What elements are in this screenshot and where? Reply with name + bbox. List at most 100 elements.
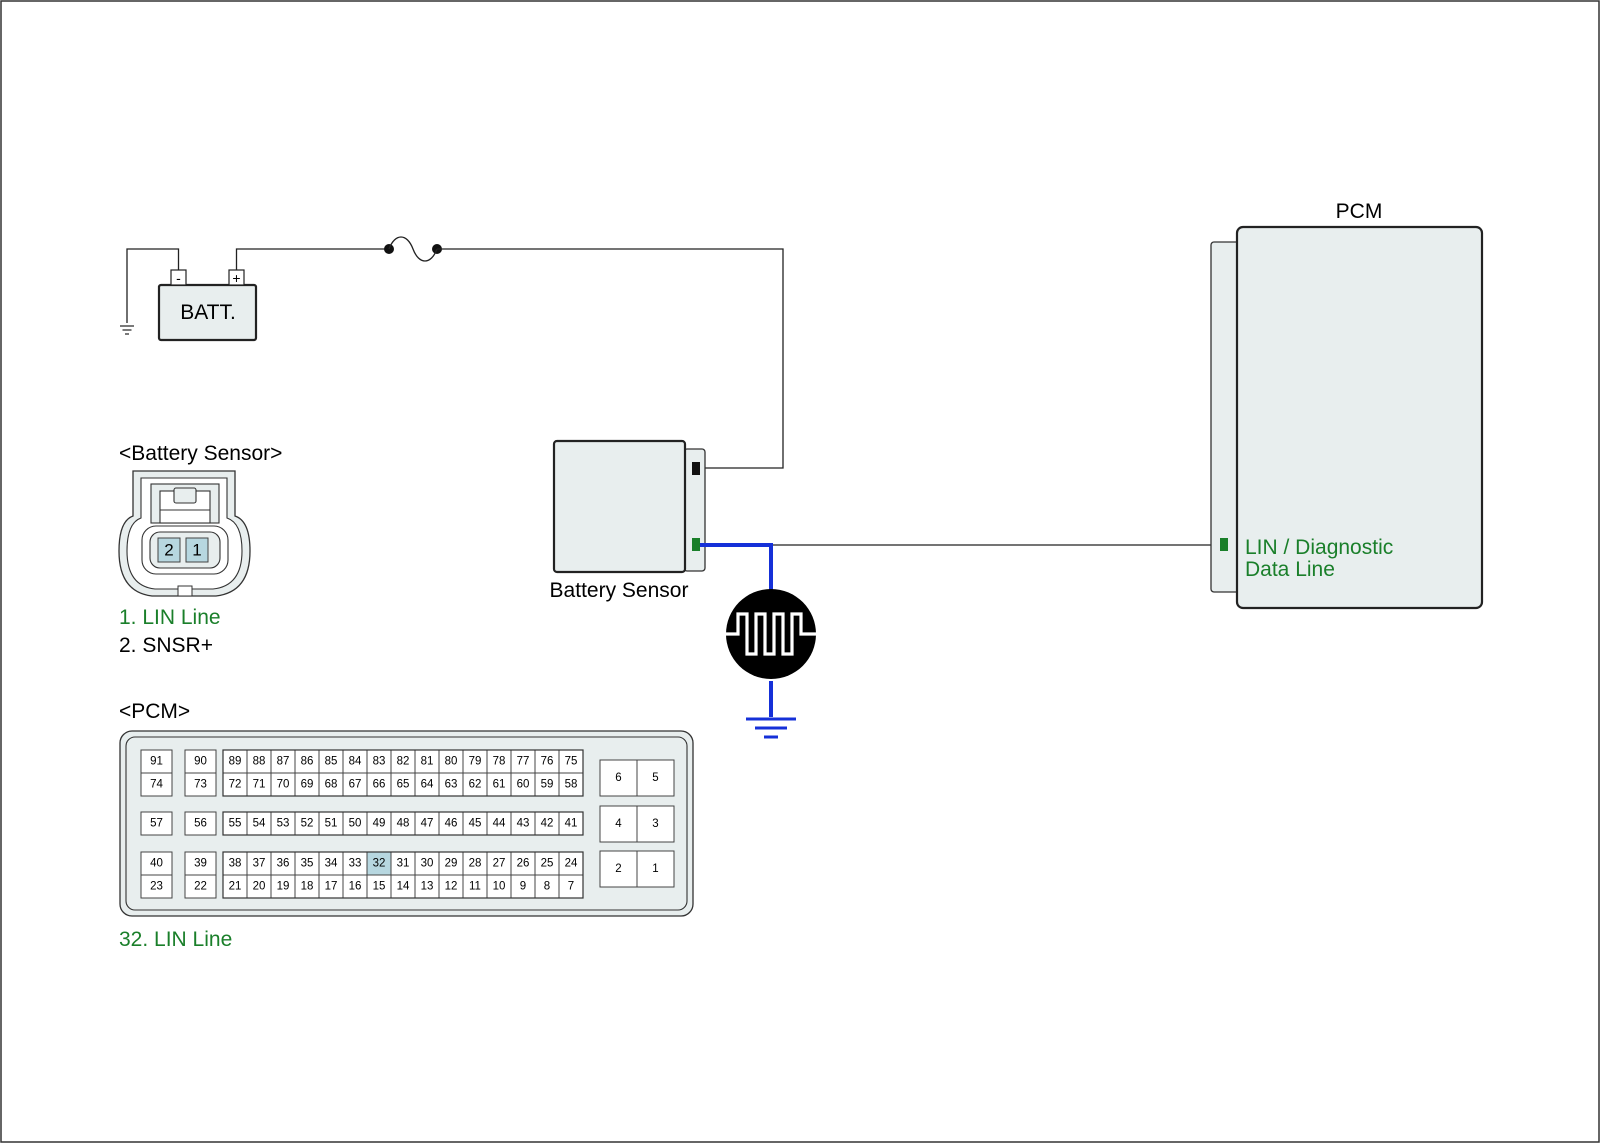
square-wave-trace (726, 612, 816, 656)
pcm-pin-label: 78 (493, 756, 506, 768)
pcm-pin-74 (140, 772, 173, 797)
pcm-pin-label: 83 (373, 756, 386, 768)
battery-ground-wire (126, 248, 180, 323)
pcm-pin-label: 60 (517, 779, 530, 791)
pcm-pin-label: 2 (615, 863, 621, 875)
pcm-pin-label: 12 (445, 881, 458, 893)
pcm-pin-label: 77 (517, 756, 530, 768)
sensor-pin2-terminal (692, 462, 700, 475)
sensor-pin1-terminal (692, 538, 700, 551)
pcm-pin-label: 50 (349, 818, 362, 830)
pcm-pin-22 (184, 874, 217, 899)
pcm-pin-label: 21 (229, 881, 242, 893)
pcm-pin-label: 56 (194, 818, 207, 830)
pcm-pin-label: 88 (253, 756, 266, 768)
fuse-to-sensor-wire (437, 248, 784, 469)
pcm-pin-label: 80 (445, 756, 458, 768)
pcm-pin-label: 48 (397, 818, 410, 830)
pcm-pin-label: 31 (397, 858, 410, 870)
pcm-pin-6 (599, 759, 638, 797)
pcm-pin-label: 67 (349, 779, 362, 791)
signal-probe (700, 543, 816, 739)
pcm-pin-label: 61 (493, 779, 506, 791)
pcm-pin-label: 29 (445, 858, 458, 870)
pcm-pin-label: 70 (277, 779, 290, 791)
pcm-lin-terminal (1220, 538, 1228, 551)
pcm-pin-block-outline (222, 851, 584, 899)
pcm-pin-label: 57 (150, 818, 163, 830)
sensor-connector-pin-2 (157, 537, 181, 563)
pcm-pin-label: 44 (493, 818, 506, 830)
pcm-pin-73 (184, 772, 217, 797)
pcm-pin-label: 4 (615, 818, 622, 830)
pcm-pin-label: 90 (194, 756, 207, 768)
pcm-pin-label: 5 (652, 772, 658, 784)
pcm-pin-label: 16 (349, 881, 362, 893)
pcm-body (1235, 225, 1484, 610)
pcm-module: PCM LIN / Diagnostic Data Line (1210, 200, 1484, 610)
pcm-connector-header: <PCM> (119, 700, 190, 723)
pcm-pin-label: 27 (493, 858, 506, 870)
battery-ground-icon (120, 325, 134, 335)
pcm-pin-label: 73 (194, 779, 207, 791)
pcm-lin-label-line1: LIN / Diagnostic (1245, 536, 1393, 559)
pcm-pin-label: 65 (397, 779, 410, 791)
pcm-pin-label: 46 (445, 818, 458, 830)
pcm-pin-label: 81 (421, 756, 434, 768)
pcm-pin-label: 84 (349, 756, 362, 768)
pcm-pin-label: 3 (652, 818, 658, 830)
pcm-pin-label: 63 (445, 779, 458, 791)
battery-sensor-device: Battery Sensor (550, 439, 706, 602)
pcm-pin-label: 66 (373, 779, 386, 791)
pcm-pin-label: 68 (325, 779, 338, 791)
pcm-pin-57 (140, 811, 173, 836)
pcm-pin-label: 72 (229, 779, 242, 791)
battery-sensor-connector: <Battery Sensor> 2 1 1. LIN Line 2. SNSR… (118, 442, 282, 657)
pcm-pin-description: 32. LIN Line (119, 928, 232, 951)
pcm-pin-4 (599, 805, 638, 843)
pcm-pin-label: 82 (397, 756, 410, 768)
pcm-pin-label: 34 (325, 858, 338, 870)
pcm-pin-label: 10 (493, 881, 506, 893)
pcm-pin-23 (140, 874, 173, 899)
sensor-connector-pin-1 (185, 537, 209, 563)
pcm-pin-label: 75 (565, 756, 578, 768)
pcm-pin-label: 38 (229, 858, 242, 870)
sensor-body (552, 439, 687, 574)
fuse-icon (384, 236, 442, 262)
pcm-pin-label: 18 (301, 881, 314, 893)
battery-sensor-caption: Battery Sensor (550, 579, 689, 602)
pcm-pin-label: 40 (150, 858, 163, 870)
pcm-pin-block-outline (222, 811, 584, 836)
battery-minus-label: - (176, 270, 181, 286)
pcm-pin-label: 55 (229, 818, 242, 830)
pcm-pin-label: 52 (301, 818, 314, 830)
pcm-pin-label: 36 (277, 858, 290, 870)
pcm-pin-label: 8 (544, 881, 550, 893)
battery: - + BATT. (157, 269, 258, 342)
pcm-pin-label: 17 (325, 881, 338, 893)
pcm-pin-label: 64 (421, 779, 434, 791)
pin1-description: 1. LIN Line (119, 606, 221, 629)
pcm-pin-label: 14 (397, 881, 410, 893)
pcm-pin-block-outline (222, 749, 584, 797)
pcm-pin-label: 30 (421, 858, 434, 870)
pcm-pin-label: 54 (253, 818, 266, 830)
pcm-pin-label: 7 (568, 881, 574, 893)
pcm-pin-label: 69 (301, 779, 314, 791)
pcm-pin-label: 25 (541, 858, 554, 870)
pcm-pin-label: 6 (615, 772, 621, 784)
pcm-pin-label: 32 (373, 858, 386, 870)
pcm-pin-label: 91 (150, 756, 163, 768)
pcm-pin-label: 89 (229, 756, 242, 768)
pcm-pin-label: 19 (277, 881, 290, 893)
pcm-pin-label: 24 (565, 858, 578, 870)
pcm-title: PCM (1336, 200, 1383, 223)
sensor-connector-pin-2-label: 2 (164, 541, 173, 560)
pcm-pin-1 (636, 850, 675, 888)
pcm-pin-label: 85 (325, 756, 338, 768)
